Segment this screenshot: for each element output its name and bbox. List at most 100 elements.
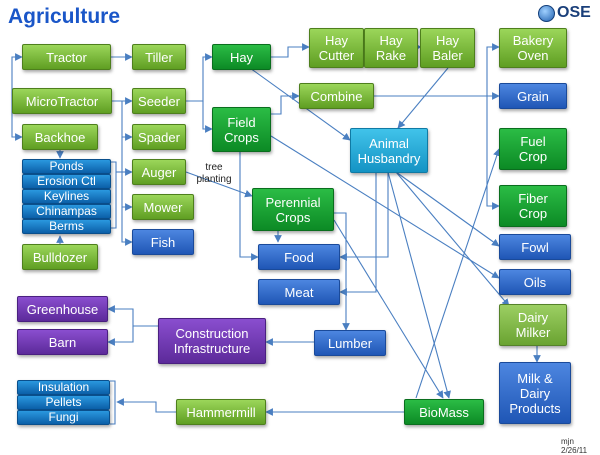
arrow-bus-bakery xyxy=(486,43,500,96)
node-berms[interactable]: Berms xyxy=(22,219,111,234)
arrow-animal-biomass xyxy=(387,171,451,399)
node-milk-dairy-line1: Milk & xyxy=(517,370,553,386)
node-bakery-oven-line2: Oven xyxy=(517,48,549,63)
node-dairy-milker[interactable]: Dairy Milker xyxy=(499,304,567,346)
node-grain[interactable]: Grain xyxy=(499,83,567,109)
arrow-implements-fish xyxy=(121,207,133,246)
node-construction-line1: Construction xyxy=(175,326,249,341)
node-animal-husbandry-line2: Husbandry xyxy=(357,150,421,166)
node-microtractor[interactable]: MicroTractor xyxy=(12,88,112,114)
node-perennial-crops[interactable]: Perennial Crops xyxy=(252,188,334,231)
node-hay-baler-line1: Hay xyxy=(435,33,460,48)
node-seeder[interactable]: Seeder xyxy=(132,88,186,114)
node-fuel-crop-line2: Crop xyxy=(518,149,548,164)
node-hay-cutter-line2: Cutter xyxy=(318,48,355,63)
node-dairy-milker-line1: Dairy xyxy=(517,310,549,325)
arrow-auger-perennial xyxy=(185,171,253,198)
node-hay-rake-line1: Hay xyxy=(379,33,403,48)
node-hay[interactable]: Hay xyxy=(212,44,271,70)
arrow-implements-mower xyxy=(121,172,133,211)
node-hay-rake[interactable]: Hay Rake xyxy=(364,28,418,68)
node-dairy-milker-line2: Milker xyxy=(515,325,551,340)
arrow-construction-greenhouse xyxy=(107,305,158,327)
node-hay-baler-line2: Baler xyxy=(432,48,463,63)
arrow-microtractor-tractor xyxy=(11,53,23,101)
arrow-bus-fiber xyxy=(486,96,500,210)
node-keylines[interactable]: Keylines xyxy=(22,189,111,204)
arrow-fieldcrops-food xyxy=(239,152,259,261)
node-bakery-oven[interactable]: Bakery Oven xyxy=(499,28,567,68)
arrow-animal-food xyxy=(339,172,389,261)
arrow-animal-dairy xyxy=(395,171,510,307)
arrow-seeder-fieldcrops xyxy=(202,101,213,133)
arrow-animal-meat xyxy=(339,172,377,296)
node-barn[interactable]: Barn xyxy=(17,329,108,355)
node-food[interactable]: Food xyxy=(258,244,340,270)
tree-planting-note: tree planting xyxy=(192,162,236,186)
node-field-crops-line1: Field xyxy=(227,114,256,130)
node-fungi[interactable]: Fungi xyxy=(17,410,110,425)
node-chinampas[interactable]: Chinampas xyxy=(22,204,111,219)
node-backhoe[interactable]: Backhoe xyxy=(22,124,98,150)
arrow-implements-auger xyxy=(121,137,133,176)
node-fiber-crop-line2: Crop xyxy=(518,206,548,221)
node-erosion-ctl[interactable]: Erosion Ctl xyxy=(22,174,111,189)
arrow-perennial-biomass xyxy=(333,219,444,399)
tree-planting-note-line1: tree xyxy=(205,162,223,173)
arrow-biomass-fuelcrop xyxy=(415,148,501,399)
node-fuel-crop[interactable]: Fuel Crop xyxy=(499,128,567,170)
node-hay-rake-line2: Rake xyxy=(375,48,407,63)
node-oils[interactable]: Oils xyxy=(499,269,571,295)
node-meat[interactable]: Meat xyxy=(258,279,340,305)
node-animal-husbandry-line1: Animal xyxy=(369,135,409,151)
node-hay-baler[interactable]: Hay Baler xyxy=(420,28,475,68)
arrow-implements-spader xyxy=(121,101,133,141)
node-insulation[interactable]: Insulation xyxy=(17,380,110,395)
node-milk-dairy-products[interactable]: Milk & Dairy Products xyxy=(499,362,571,424)
bracket-insulation-stack xyxy=(110,380,116,425)
node-lumber[interactable]: Lumber xyxy=(314,330,386,356)
arrow-seeder-hay xyxy=(186,53,213,102)
arrow-hay-haycutter xyxy=(271,43,310,58)
globe-icon xyxy=(538,4,555,22)
node-biomass[interactable]: BioMass xyxy=(404,399,484,425)
bracket-pond-stack xyxy=(111,161,117,229)
node-hay-cutter[interactable]: Hay Cutter xyxy=(309,28,364,68)
node-greenhouse[interactable]: Greenhouse xyxy=(17,296,108,322)
node-animal-husbandry[interactable]: Animal Husbandry xyxy=(350,128,428,173)
node-hammermill[interactable]: Hammermill xyxy=(176,399,266,425)
node-fish[interactable]: Fish xyxy=(132,229,194,255)
node-perennial-crops-line2: Crops xyxy=(275,209,311,225)
node-fowl[interactable]: Fowl xyxy=(499,234,571,260)
arrow-fieldcrops-oils xyxy=(270,135,500,279)
arrow-construction-barn xyxy=(107,326,134,346)
node-bakery-oven-line1: Bakery xyxy=(512,33,554,48)
node-milk-dairy-line2: Dairy xyxy=(519,385,551,401)
node-milk-dairy-line3: Products xyxy=(509,400,561,416)
page-title: Agriculture xyxy=(8,5,121,28)
node-spader[interactable]: Spader xyxy=(132,124,186,150)
node-fuel-crop-line1: Fuel xyxy=(520,134,546,149)
node-field-crops[interactable]: Field Crops xyxy=(212,107,271,152)
node-perennial-crops-line1: Perennial xyxy=(265,194,321,210)
node-tiller[interactable]: Tiller xyxy=(132,44,186,70)
tree-planting-note-line2: planting xyxy=(196,174,232,185)
node-pellets[interactable]: Pellets xyxy=(17,395,110,410)
footer-credit: mjn 2/26/11 xyxy=(561,437,588,455)
node-field-crops-line2: Crops xyxy=(224,129,259,145)
node-fiber-crop[interactable]: Fiber Crop xyxy=(499,185,567,227)
node-mower[interactable]: Mower xyxy=(132,194,194,220)
node-construction-line2: Infrastructure xyxy=(173,341,251,356)
arrow-fieldcrops-combine xyxy=(271,92,300,115)
arrow-haybaler-animal xyxy=(397,67,449,129)
node-bulldozer[interactable]: Bulldozer xyxy=(22,244,98,270)
node-fiber-crop-line1: Fiber xyxy=(518,191,548,206)
node-auger[interactable]: Auger xyxy=(132,159,186,185)
node-tractor[interactable]: Tractor xyxy=(22,44,111,70)
ose-logo: OSE xyxy=(538,4,591,22)
node-construction-infrastructure[interactable]: Construction Infrastructure xyxy=(158,318,266,364)
node-ponds[interactable]: Ponds xyxy=(22,159,111,174)
node-combine[interactable]: Combine xyxy=(299,83,374,109)
arrow-hammermill-stack xyxy=(116,398,176,413)
